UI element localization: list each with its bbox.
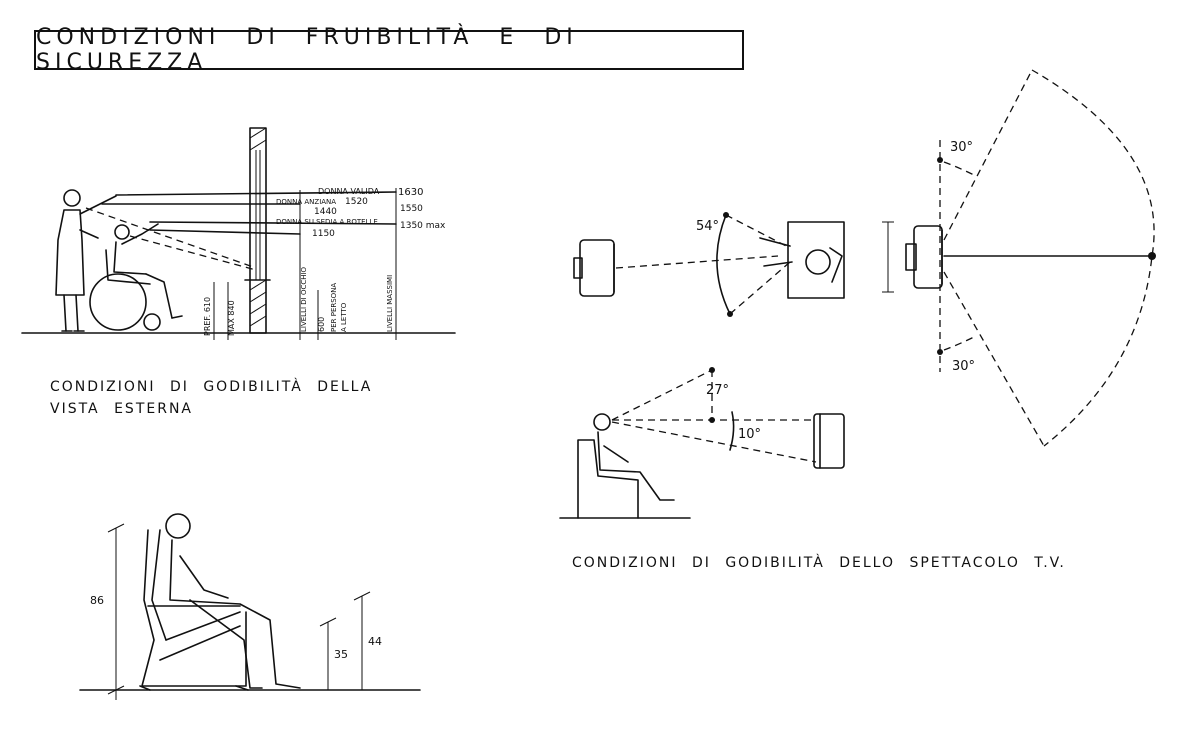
label-1440: 1440: [314, 207, 337, 217]
vista-sight-lines: [85, 191, 397, 271]
wheelchair-figure: [89, 223, 183, 331]
label-600: 600: [317, 317, 326, 332]
tv-plan-diagram: 54° 30° 30°: [573, 69, 1156, 447]
label-pref: PREF. 610: [203, 297, 212, 336]
chair-figure: [139, 529, 249, 691]
tv-right: [905, 225, 943, 289]
sector-arc: [1031, 69, 1155, 447]
arc-30-bottom: [943, 335, 977, 351]
label-1350max: 1350 max: [400, 221, 446, 231]
page-title-text: CONDIZIONI DI FRUIBILITÀ E DI SICUREZZA: [36, 25, 578, 75]
tv-side-monitor: [813, 413, 845, 469]
label-per-persona: PER PERSONA: [330, 283, 338, 332]
wall-hatch: [249, 127, 267, 327]
label-angle-30-top: 30°: [950, 140, 973, 155]
tv-caption-text: CONDIZIONI DI GODIBILITÀ DELLO SPETTACOL…: [572, 555, 1066, 571]
label-1630: 1630: [398, 187, 423, 198]
label-angle-27: 27°: [706, 383, 729, 398]
label-dim-35: 35: [334, 648, 348, 661]
label-dim-44: 44: [368, 635, 382, 648]
label-livelli-occhio: LIVELLI DI OCCHIO: [300, 266, 308, 332]
tv-side-upper-line: [611, 369, 713, 421]
label-angle-10: 10°: [738, 427, 761, 442]
label-angle-54: 54°: [696, 219, 719, 234]
label-donna-valida: DONNA VALIDA: [318, 187, 380, 196]
vista-dimension-lines: [213, 188, 397, 340]
page-title: CONDIZIONI DI FRUIBILITÀ E DI SICUREZZA: [34, 25, 744, 75]
sector-edge-top: [943, 69, 1033, 241]
sector-edge-bottom: [943, 271, 1045, 447]
label-1550: 1550: [400, 204, 423, 214]
label-livelli-massimi: LIVELLI MASSIMI: [386, 275, 394, 332]
arc-30-top: [943, 161, 977, 177]
vista-caption-line1: CONDIZIONI DI GODIBILITÀ DELLA: [50, 379, 373, 395]
arc-54: [716, 214, 731, 315]
label-max: MAX 840: [227, 300, 236, 336]
label-a-letto: A LETTO: [340, 302, 348, 332]
label-angle-30-bottom: 30°: [952, 359, 975, 374]
tv-caption: CONDIZIONI DI GODIBILITÀ DELLO SPETTACOL…: [572, 552, 1066, 574]
tv-left-sight-line: [615, 255, 779, 269]
tv-left: [573, 239, 615, 297]
vista-caption: CONDIZIONI DI GODIBILITÀ DELLA VISTA EST…: [50, 376, 372, 420]
label-1150: 1150: [312, 229, 335, 239]
armchair-figure: [577, 413, 675, 519]
tv-axis-end: [1148, 252, 1156, 260]
vista-caption-line2: VISTA ESTERNA: [50, 401, 193, 417]
label-dim-86: 86: [90, 594, 104, 607]
tv-side-diagram: 27° 10°: [559, 367, 845, 519]
label-1520: 1520: [345, 197, 368, 207]
seated-person-plan: [759, 221, 845, 299]
standing-woman-figure: [55, 189, 117, 332]
tv-side-lower-line: [611, 421, 817, 463]
seated-woman-figure: [165, 513, 301, 689]
arc-10: [729, 411, 735, 451]
vista-esterna-diagram: DONNA VALIDA 1630 DONNA ANZIANA 1520 155…: [21, 127, 456, 340]
label-donna-anziana: DONNA ANZIANA: [276, 198, 336, 206]
wall-section: [249, 127, 267, 334]
label-donna-sedia: DONNA SU SEDIA A ROTELLE: [276, 218, 378, 226]
seat-diagram: 86 35 44: [79, 513, 421, 700]
